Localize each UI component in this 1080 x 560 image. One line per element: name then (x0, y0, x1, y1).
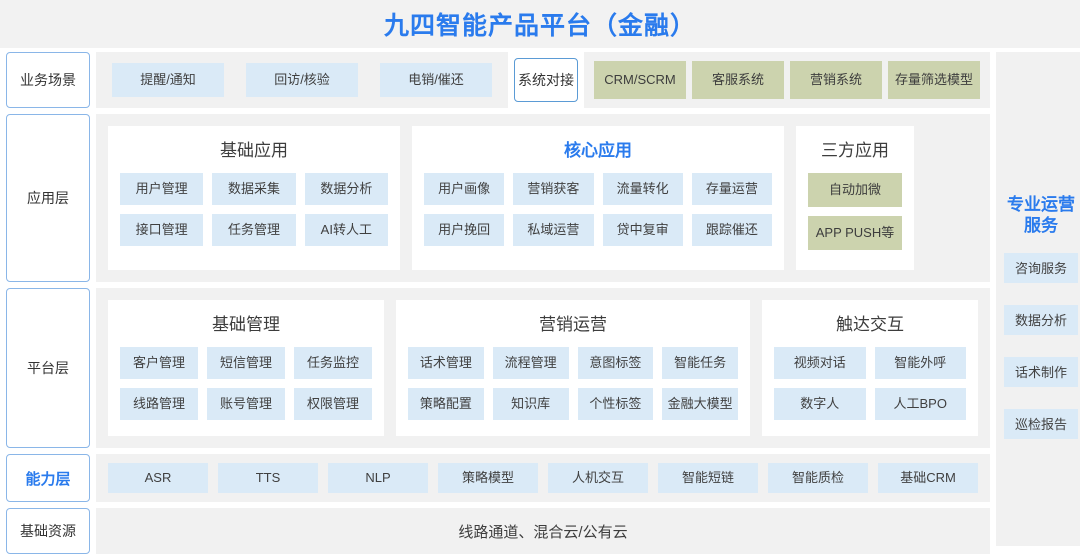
group-item-grid: 用户画像 营销获客 流量转化 存量运营 用户挽回 私域运营 贷中复审 跟踪催还 (424, 173, 772, 246)
scenario-chip-group: 提醒/通知 回访/核验 电销/催还 (96, 52, 508, 108)
page-title: 九四智能产品平台（金融） (383, 12, 696, 40)
application-group-core: 核心应用 用户画像 营销获客 流量转化 存量运营 用户挽回 私域运营 贷中复审 … (412, 126, 784, 270)
platform-item[interactable]: 话术管理 (408, 347, 484, 379)
diagram-body: 业务场景 应用层 平台层 能力层 基础资源 提醒/通知 回访/核验 电 (0, 48, 1080, 560)
base-resources-text: 线路通道、混合云/公有云 (458, 523, 628, 541)
application-item[interactable]: 自动加微 (808, 173, 902, 207)
external-system-group: CRM/SCRM 客服系统 营销系统 存量筛选模型 (584, 52, 990, 108)
group-title: 核心应用 (564, 141, 632, 160)
external-system-chip[interactable]: 营销系统 (790, 61, 882, 99)
layer-label-text: 能力层 (25, 470, 71, 488)
layer-label-text: 业务场景 (20, 72, 76, 88)
platform-item[interactable]: 人工BPO (874, 388, 966, 420)
service-item[interactable]: 数据分析 (1004, 304, 1078, 335)
platform-item[interactable]: 权限管理 (294, 388, 372, 420)
application-item[interactable]: 用户管理 (120, 173, 204, 205)
application-group-basic: 基础应用 用户管理 数据采集 数据分析 接口管理 任务管理 AI转人工 (108, 126, 400, 270)
platform-group-touch-interaction: 触达交互 视频对话 智能外呼 数字人 人工BPO (762, 300, 978, 436)
layer-label-column: 业务场景 应用层 平台层 能力层 基础资源 (6, 48, 90, 554)
application-item[interactable]: 流量转化 (602, 173, 683, 205)
application-item[interactable]: 任务管理 (212, 214, 296, 246)
layer-label-capability[interactable]: 能力层 (6, 454, 90, 502)
application-item[interactable]: 存量运营 (691, 173, 772, 205)
layer-label-text: 基础资源 (20, 523, 76, 539)
platform-group-marketing-operations: 营销运营 话术管理 流程管理 意图标签 智能任务 策略配置 知识库 个性标签 金… (396, 300, 750, 436)
capability-item[interactable]: ASR (108, 463, 208, 493)
layer-label-business-scenario[interactable]: 业务场景 (6, 52, 90, 108)
group-title: 触达交互 (836, 315, 904, 334)
platform-item[interactable]: 知识库 (492, 388, 569, 420)
service-item[interactable]: 话术制作 (1004, 356, 1078, 387)
group-item-grid: 用户管理 数据采集 数据分析 接口管理 任务管理 AI转人工 (120, 173, 388, 246)
group-title: 基础管理 (212, 315, 280, 334)
platform-item[interactable]: 个性标签 (577, 388, 654, 420)
capability-item[interactable]: NLP (328, 463, 428, 493)
services-column: 专业运营服务 咨询服务 数据分析 话术制作 巡检报告 (996, 48, 1080, 554)
application-item[interactable]: AI转人工 (304, 214, 388, 246)
platform-item[interactable]: 意图标签 (577, 347, 654, 379)
platform-item[interactable]: 流程管理 (492, 347, 569, 379)
application-layer-row: 基础应用 用户管理 数据采集 数据分析 接口管理 任务管理 AI转人工 核心应用… (96, 114, 990, 282)
capability-item[interactable]: TTS (218, 463, 318, 493)
application-item[interactable]: 数据采集 (212, 173, 296, 205)
services-panel-title: 专业运营服务 (1007, 195, 1075, 236)
external-system-chip[interactable]: CRM/SCRM (594, 61, 686, 99)
application-item[interactable]: 接口管理 (120, 214, 204, 246)
system-connector-wrapper: 系统对接 (508, 52, 584, 108)
capability-item[interactable]: 智能质检 (768, 463, 868, 493)
capability-item[interactable]: 智能短链 (658, 463, 758, 493)
platform-item[interactable]: 任务监控 (294, 347, 372, 379)
platform-item[interactable]: 客户管理 (120, 347, 198, 379)
platform-item[interactable]: 线路管理 (120, 388, 198, 420)
layer-content-column: 提醒/通知 回访/核验 电销/催还 系统对接 CRM/SCRM 客服系统 营销系… (90, 48, 996, 554)
service-item[interactable]: 咨询服务 (1004, 252, 1078, 283)
platform-item[interactable]: 视频对话 (774, 347, 866, 379)
platform-item[interactable]: 策略配置 (408, 388, 484, 420)
business-scenario-row: 提醒/通知 回访/核验 电销/催还 系统对接 CRM/SCRM 客服系统 营销系… (96, 52, 990, 108)
application-item[interactable]: 私域运营 (513, 214, 594, 246)
platform-item[interactable]: 账号管理 (207, 388, 285, 420)
application-item[interactable]: 贷中复审 (602, 214, 683, 246)
application-item[interactable]: 数据分析 (304, 173, 388, 205)
layer-label-base-resources[interactable]: 基础资源 (6, 508, 90, 554)
group-title: 营销运营 (539, 315, 607, 334)
scenario-chip[interactable]: 电销/催还 (380, 63, 492, 97)
professional-services-panel: 专业运营服务 咨询服务 数据分析 话术制作 巡检报告 (996, 52, 1080, 546)
layer-label-application[interactable]: 应用层 (6, 114, 90, 282)
group-title: 基础应用 (220, 141, 288, 160)
service-item[interactable]: 巡检报告 (1004, 408, 1078, 439)
external-system-chip[interactable]: 存量筛选模型 (888, 61, 980, 99)
application-item[interactable]: 用户挽回 (424, 214, 505, 246)
platform-item[interactable]: 数字人 (774, 388, 866, 420)
layer-label-text: 应用层 (27, 190, 69, 206)
group-item-grid: 话术管理 流程管理 意图标签 智能任务 策略配置 知识库 个性标签 金融大模型 (408, 347, 738, 420)
group-title: 三方应用 (821, 141, 889, 160)
capability-layer-row: ASR TTS NLP 策略模型 人机交互 智能短链 智能质检 基础CRM (96, 454, 990, 502)
layer-label-text: 平台层 (27, 360, 69, 376)
group-item-grid: 客户管理 短信管理 任务监控 线路管理 账号管理 权限管理 (120, 347, 372, 420)
platform-item[interactable]: 短信管理 (207, 347, 285, 379)
page-title-bar: 九四智能产品平台（金融） (0, 0, 1080, 48)
platform-item[interactable]: 金融大模型 (662, 388, 738, 420)
group-item-grid: 自动加微 APP PUSH等 (808, 173, 902, 250)
platform-layer-row: 基础管理 客户管理 短信管理 任务监控 线路管理 账号管理 权限管理 营销运营 … (96, 288, 990, 448)
application-item[interactable]: 营销获客 (513, 173, 594, 205)
external-system-chip[interactable]: 客服系统 (692, 61, 784, 99)
base-resources-row: 线路通道、混合云/公有云 (96, 508, 990, 554)
platform-item[interactable]: 智能外呼 (874, 347, 966, 379)
scenario-chip[interactable]: 提醒/通知 (112, 63, 224, 97)
platform-group-basic-management: 基础管理 客户管理 短信管理 任务监控 线路管理 账号管理 权限管理 (108, 300, 384, 436)
platform-item[interactable]: 智能任务 (662, 347, 738, 379)
application-item[interactable]: 用户画像 (424, 173, 505, 205)
scenario-chip[interactable]: 回访/核验 (246, 63, 358, 97)
system-connector-box[interactable]: 系统对接 (514, 58, 578, 102)
group-item-grid: 视频对话 智能外呼 数字人 人工BPO (774, 347, 966, 420)
capability-item[interactable]: 策略模型 (438, 463, 538, 493)
application-item[interactable]: 跟踪催还 (691, 214, 772, 246)
capability-item[interactable]: 基础CRM (878, 463, 978, 493)
application-item[interactable]: APP PUSH等 (808, 216, 902, 250)
layer-label-platform[interactable]: 平台层 (6, 288, 90, 448)
application-group-third-party: 三方应用 自动加微 APP PUSH等 (796, 126, 914, 270)
capability-item[interactable]: 人机交互 (548, 463, 648, 493)
